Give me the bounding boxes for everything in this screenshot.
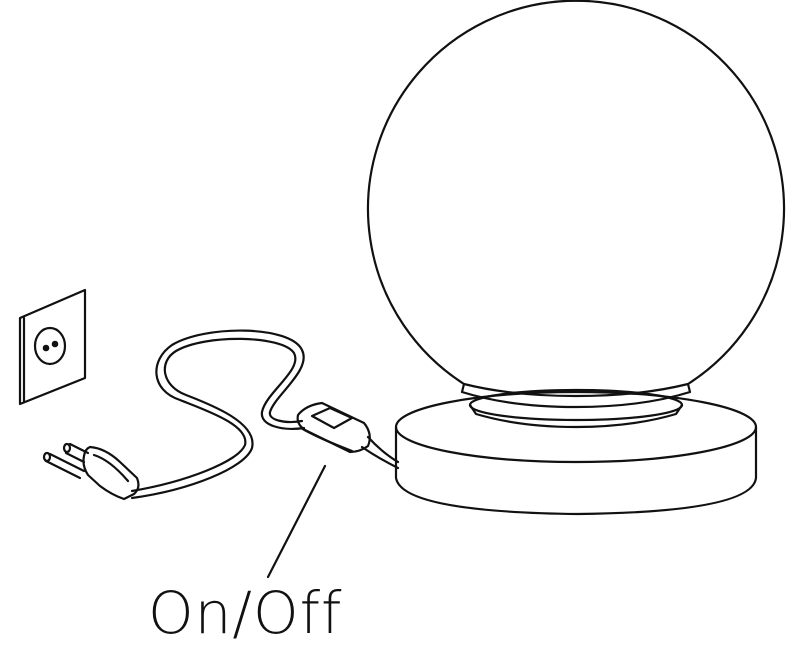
inline-switch-icon: [296, 401, 371, 454]
globe-lamp-icon: [366, 0, 786, 409]
plug-icon: [42, 442, 140, 501]
lamp-base: [394, 388, 758, 516]
wall-socket-icon: [18, 288, 87, 406]
lamp-cable: [360, 435, 400, 470]
on-off-label: On/Off: [148, 579, 343, 647]
callout-leader-line: [266, 464, 327, 579]
power-cable: [130, 329, 306, 500]
